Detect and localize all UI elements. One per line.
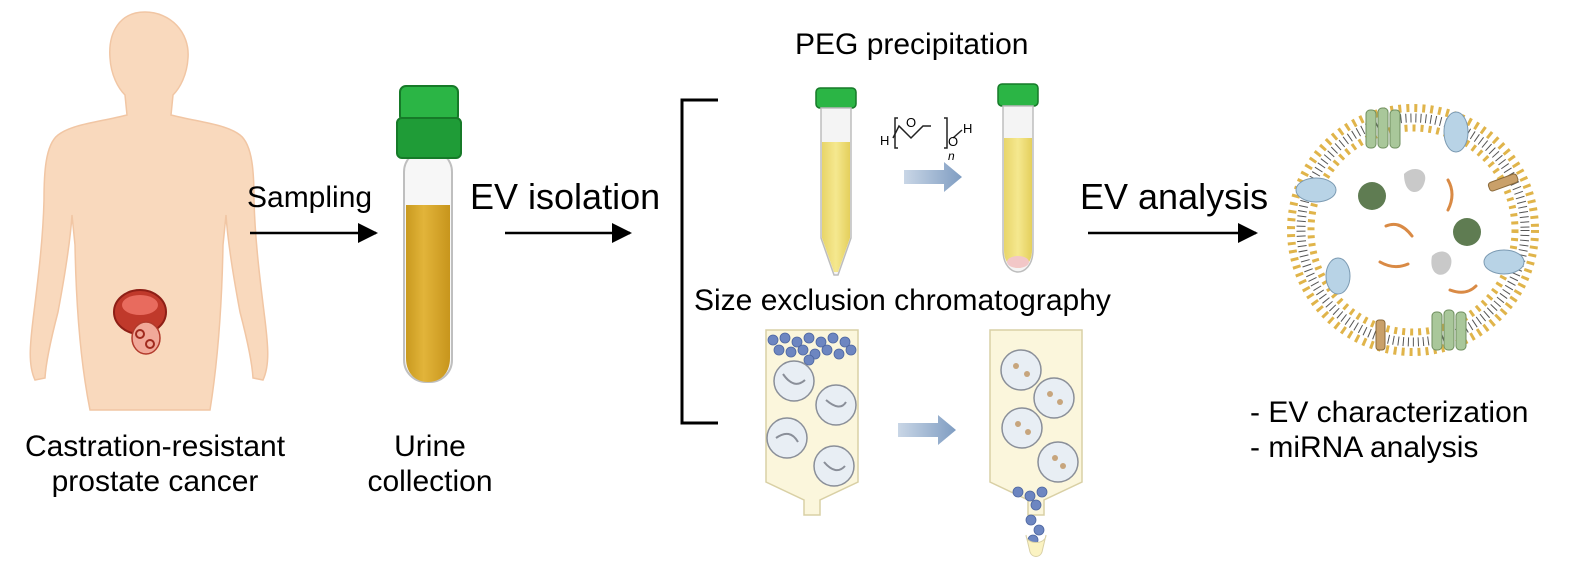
method-bracket bbox=[680, 98, 718, 425]
urine-tube bbox=[396, 85, 462, 383]
peg-process-arrow bbox=[904, 162, 962, 192]
tube-cap-icon bbox=[399, 85, 459, 123]
outcome-item: - miRNA analysis bbox=[1250, 430, 1479, 464]
ev-isolation-label: EV isolation bbox=[470, 176, 661, 217]
urine-label: Urine collection bbox=[350, 430, 510, 499]
peg-formula-o-left: O bbox=[906, 115, 916, 130]
peg-formula-h-right: H bbox=[963, 121, 972, 136]
sec-process-arrow bbox=[898, 415, 956, 445]
urine-label-line-1: Urine bbox=[394, 430, 466, 463]
outcomes-list: - EV characterization - miRNA analysis bbox=[1250, 396, 1528, 465]
peg-formula-h-left: H bbox=[880, 133, 889, 148]
patient-label-line-1: Castration-resistant bbox=[24, 430, 286, 463]
outcome-item: - EV characterization bbox=[1250, 396, 1529, 429]
patient-figure bbox=[29, 11, 269, 411]
peg-formula-n: n bbox=[948, 149, 955, 163]
peg-formula-o-right: O bbox=[948, 134, 958, 149]
ev-analysis-label: EV analysis bbox=[1080, 176, 1269, 217]
sampling-label: Sampling bbox=[247, 181, 373, 214]
peg-formula bbox=[892, 117, 963, 149]
patient-label-line-2: prostate cancer bbox=[51, 464, 259, 498]
patient-label: Castration-resistant prostate cancer bbox=[0, 430, 310, 499]
peg-tube-before bbox=[815, 87, 857, 276]
sec-title: Size exclusion chromatography bbox=[694, 284, 1111, 317]
sec-column-after bbox=[989, 329, 1083, 557]
peg-tube-after bbox=[997, 83, 1039, 273]
urine-label-line-2: collection bbox=[367, 464, 493, 498]
sec-column-before bbox=[765, 329, 859, 516]
peg-precipitation-title: PEG precipitation bbox=[795, 28, 1029, 61]
extracellular-vesicle bbox=[1287, 104, 1539, 356]
